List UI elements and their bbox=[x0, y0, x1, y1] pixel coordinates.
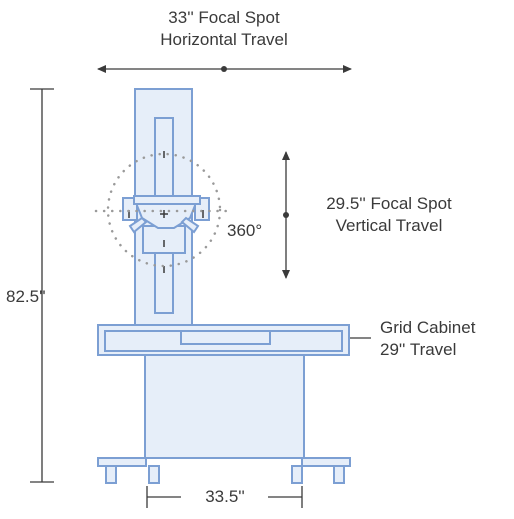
grid-cabinet-tray bbox=[180, 330, 271, 345]
left-foot-bar bbox=[97, 457, 147, 467]
foot-post-3 bbox=[291, 465, 303, 484]
vertical-travel-center-dot bbox=[283, 212, 289, 218]
vertical-travel-line-1: 29.5'' Focal Spot bbox=[326, 194, 452, 213]
handle-right bbox=[180, 216, 200, 234]
vertical-travel-label: 29.5'' Focal Spot Vertical Travel bbox=[326, 193, 452, 237]
grid-cabinet-line-2: 29'' Travel bbox=[380, 340, 457, 359]
horizontal-travel-center-dot bbox=[221, 66, 227, 72]
horizontal-travel-line-2: Horizontal Travel bbox=[160, 30, 288, 49]
table-base bbox=[144, 354, 305, 459]
grid-cabinet-label: Grid Cabinet 29'' Travel bbox=[380, 317, 475, 361]
foot-post-2 bbox=[148, 465, 160, 484]
horizontal-travel-label: 33'' Focal Spot Horizontal Travel bbox=[160, 7, 288, 51]
tube-top-bar bbox=[133, 195, 201, 205]
height-label: 82.5'' bbox=[6, 287, 46, 306]
grid-cabinet-line-1: Grid Cabinet bbox=[380, 318, 476, 337]
foot-post-4 bbox=[333, 465, 345, 484]
base-width-label: 33.5'' bbox=[205, 487, 245, 506]
rotation-label: 360° bbox=[227, 221, 263, 240]
rotation-range-circle bbox=[106, 152, 222, 268]
vertical-travel-line-2: Vertical Travel bbox=[335, 216, 443, 235]
xray-equipment bbox=[97, 88, 351, 484]
handle-left bbox=[128, 216, 148, 234]
horizontal-travel-line-1: 33'' Focal Spot bbox=[168, 8, 280, 27]
collimator-housing bbox=[142, 225, 186, 254]
foot-post-1 bbox=[105, 465, 117, 484]
right-foot-bar bbox=[301, 457, 351, 467]
